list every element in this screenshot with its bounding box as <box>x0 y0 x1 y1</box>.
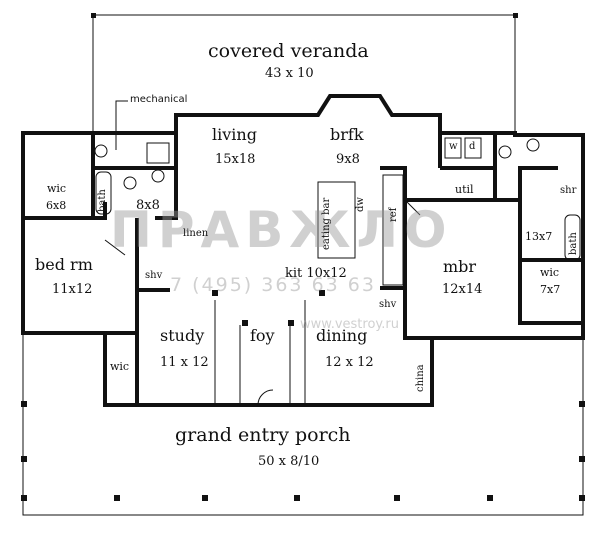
porch-post <box>21 456 27 462</box>
bath-left-label: bath <box>97 189 108 212</box>
study-label: study <box>160 326 205 345</box>
mechanical-label: mechanical <box>130 94 188 105</box>
porch-post <box>394 495 400 501</box>
brfk-label: brfk <box>330 125 364 144</box>
washer <box>444 137 462 159</box>
porch-post <box>21 401 27 407</box>
shv-right-label: shv <box>379 299 397 310</box>
tub-left <box>95 171 112 215</box>
exterior-wall <box>21 94 585 407</box>
eating-bar-label: eating bar <box>321 197 332 250</box>
veranda-post <box>91 13 96 18</box>
water-heater <box>94 144 108 158</box>
util-walls <box>410 133 497 202</box>
wic-left-label: wic <box>47 182 67 195</box>
shr-label: shr <box>560 185 577 196</box>
wic-right-label: wic <box>540 266 560 279</box>
bedroom-left-wall <box>23 202 107 220</box>
veranda-label: covered veranda <box>208 40 369 62</box>
porch-post <box>487 495 493 501</box>
sink-right <box>526 138 540 152</box>
wic-small-label: wic <box>110 360 130 373</box>
linen-label: linen <box>183 228 209 239</box>
mbr-size: 12x14 <box>442 282 483 297</box>
watermark-phone: 7 (495) 363 63 63 <box>170 274 376 296</box>
watermark-site: www.vestroy.ru <box>300 317 399 332</box>
washer-label: w <box>449 141 458 152</box>
eating-bar-outline <box>317 181 356 259</box>
kit-label: kit 10x12 <box>285 266 347 281</box>
porch-post <box>114 495 120 501</box>
foy-label: foy <box>250 326 275 345</box>
bath-left-walls <box>91 133 178 220</box>
bath-8x8-label: 8x8 <box>136 198 160 213</box>
door-swing-bedroom <box>104 239 126 256</box>
dining-size: 12 x 12 <box>325 355 374 370</box>
foyer-column <box>288 320 294 326</box>
bed-rm-size: 11x12 <box>52 282 93 297</box>
kitchen-walls <box>380 166 407 290</box>
study-foyer-divider <box>214 300 306 405</box>
mechanical-unit <box>146 142 170 164</box>
door-swing-study <box>257 389 274 406</box>
china-label: china <box>415 364 426 392</box>
dining-label: dining <box>316 326 368 345</box>
veranda-size: 43 x 10 <box>265 66 314 81</box>
porch-post <box>579 495 585 501</box>
ref-label: ref <box>388 207 399 222</box>
sink-left <box>151 169 165 183</box>
bath-right-label: bath <box>568 232 579 255</box>
toilet-right <box>498 145 512 159</box>
porch-post <box>294 495 300 501</box>
veranda-outline <box>92 14 516 135</box>
foyer-column <box>212 290 218 296</box>
porch-post <box>202 495 208 501</box>
porch-outline <box>22 321 584 516</box>
living-label: living <box>212 125 257 144</box>
porch-post <box>579 456 585 462</box>
hall-wall <box>135 288 170 405</box>
porch-label: grand entry porch <box>175 424 351 446</box>
study-size: 11 x 12 <box>160 355 209 370</box>
dw-label: dw <box>355 197 366 212</box>
mechanical-leader <box>115 100 128 150</box>
shv-left-label: shv <box>145 270 163 281</box>
bath-13x7-label: 13x7 <box>525 230 553 243</box>
counter-lines <box>382 174 404 286</box>
door-swing-mbr <box>404 199 421 216</box>
porch-size: 50 x 8/10 <box>258 454 320 469</box>
mbr-label: mbr <box>443 257 477 276</box>
toilet-left <box>123 176 137 190</box>
wic-left-size: 6x8 <box>46 199 67 212</box>
util-label: util <box>455 183 474 196</box>
porch-post <box>579 401 585 407</box>
foyer-column <box>319 290 325 296</box>
watermark-logo: ПРАВЖЛО <box>110 201 453 259</box>
tub-right <box>564 214 581 261</box>
veranda-post <box>513 13 518 18</box>
living-size: 15x18 <box>215 152 256 167</box>
mbr-walls <box>403 166 583 340</box>
wic-right-size: 7x7 <box>540 283 561 296</box>
brfk-size: 9x8 <box>336 152 360 167</box>
porch-post <box>21 495 27 501</box>
bed-rm-label: bed rm <box>35 255 93 274</box>
dryer <box>464 137 482 159</box>
dryer-label: d <box>469 141 476 152</box>
foyer-column <box>242 320 248 326</box>
